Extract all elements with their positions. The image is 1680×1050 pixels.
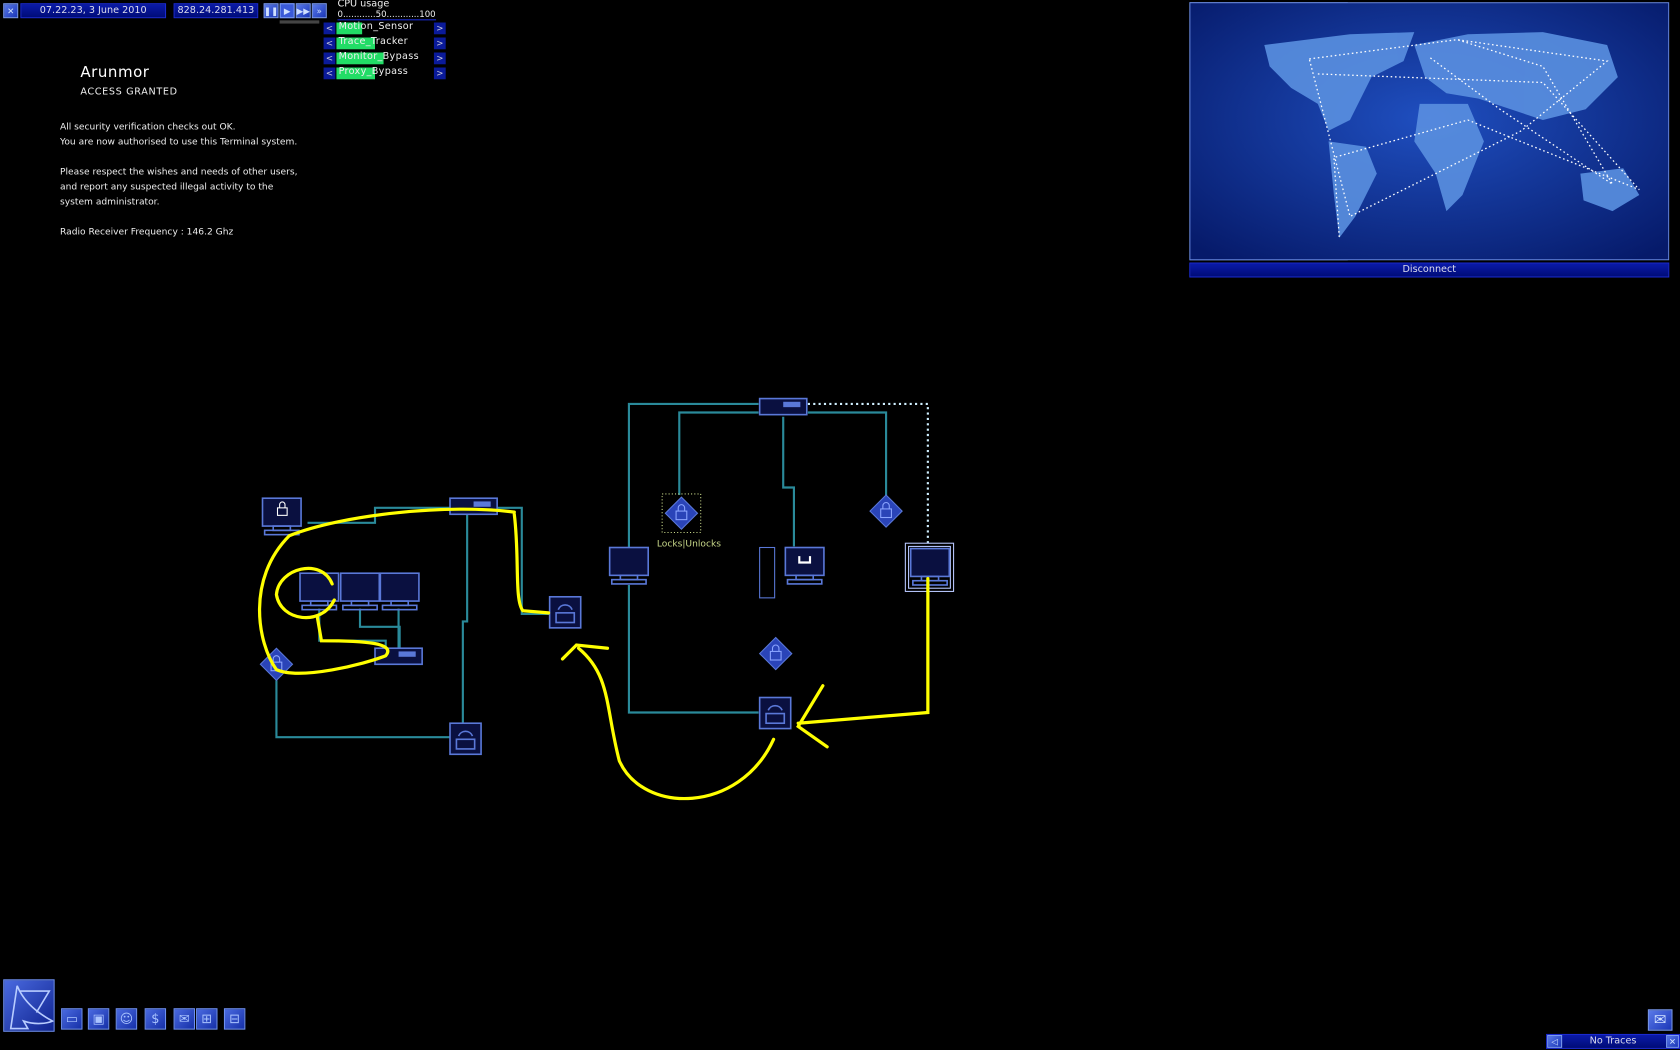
lock-node[interactable] xyxy=(259,647,294,682)
task-increase-button[interactable]: > xyxy=(433,67,446,80)
running-task[interactable]: < Monitor_Bypass > xyxy=(323,51,446,65)
active-connection-link xyxy=(807,402,929,544)
pause-button[interactable]: ❚❚ xyxy=(263,3,279,19)
fastest-forward-button[interactable]: » xyxy=(311,3,327,19)
message-line: system administrator. xyxy=(60,197,160,208)
mainframe-terminal-node[interactable] xyxy=(784,546,825,585)
lock-node[interactable] xyxy=(664,496,699,531)
world-map-continents xyxy=(1189,2,1670,261)
computer-node[interactable] xyxy=(379,572,420,611)
yellow-annotations xyxy=(258,507,930,801)
lan-button[interactable]: ⊟ xyxy=(223,1008,246,1030)
envelope-icon: ✉ xyxy=(178,1011,190,1027)
fast-forward-button[interactable]: ▶▶ xyxy=(295,3,311,19)
user-name: Arunmor xyxy=(80,64,150,82)
radio-router-node[interactable] xyxy=(548,595,582,629)
speed-indicator xyxy=(279,20,320,24)
access-status: ACCESS GRANTED xyxy=(80,86,178,98)
trace-status: No Traces xyxy=(1589,1036,1637,1047)
cpu-scale: 0............50............100 xyxy=(337,9,436,21)
running-task[interactable]: < Trace_Tracker > xyxy=(323,36,446,50)
memory-button[interactable]: ▣ xyxy=(87,1008,110,1030)
task-progress-bar xyxy=(336,22,363,35)
target-computer-node[interactable] xyxy=(299,572,340,611)
person-icon: ☺ xyxy=(119,1011,134,1027)
radio-router-node[interactable] xyxy=(758,696,792,730)
computer-icon: ▭ xyxy=(65,1011,78,1027)
close-icon[interactable]: ✕ xyxy=(1666,1035,1679,1048)
lock-node[interactable] xyxy=(869,494,903,528)
task-decrease-button[interactable]: < xyxy=(323,67,336,80)
satellite-dish-icon xyxy=(9,985,55,1030)
date-display: 07.22.23, 3 June 2010 xyxy=(20,3,167,19)
switch-node[interactable] xyxy=(758,397,808,416)
connected-node-frame[interactable] xyxy=(904,542,955,592)
task-progress-bar xyxy=(336,52,384,65)
status-button[interactable]: ☺ xyxy=(115,1008,138,1030)
computer-button[interactable]: ▭ xyxy=(61,1008,83,1030)
task-name: Monitor_Bypass xyxy=(338,51,419,63)
email-button[interactable]: ✉ xyxy=(173,1008,196,1030)
task-name: Motion_Sensor xyxy=(338,21,414,33)
locks-unlocks-label: Locks|Unlocks xyxy=(657,539,721,549)
play-button[interactable]: ▶ xyxy=(279,3,295,19)
finance-button[interactable]: $ xyxy=(144,1008,167,1030)
task-decrease-button[interactable]: < xyxy=(323,22,336,35)
task-progress-bar xyxy=(336,67,376,80)
mail-button[interactable]: ✉ xyxy=(1647,1009,1673,1031)
ip-display[interactable]: 828.24.281.413 xyxy=(173,3,259,19)
mainframe-node[interactable] xyxy=(759,546,776,599)
message-line: Radio Receiver Frequency : 146.2 Ghz xyxy=(60,227,234,238)
disconnect-button[interactable]: Disconnect xyxy=(1189,262,1670,278)
dollar-icon: $ xyxy=(151,1011,160,1027)
computer-node[interactable] xyxy=(339,572,381,611)
task-name: Trace_Tracker xyxy=(338,36,408,48)
computer-node[interactable] xyxy=(608,546,650,585)
envelope-icon: ✉ xyxy=(1653,1011,1667,1029)
trace-status-bar: ◁ No Traces ✕ xyxy=(1546,1033,1680,1049)
message-line: Please respect the wishes and needs of o… xyxy=(60,167,298,178)
gateway-button[interactable]: ⊞ xyxy=(196,1008,218,1030)
task-progress-bar xyxy=(336,37,376,50)
close-button[interactable]: ✕ xyxy=(3,3,19,19)
locked-computer-node[interactable] xyxy=(261,497,302,536)
speaker-icon[interactable]: ◁ xyxy=(1547,1035,1563,1048)
network-icon: ⊞ xyxy=(201,1011,213,1027)
floppy-disk-icon: ▣ xyxy=(92,1011,105,1027)
message-line: All security verification checks out OK. xyxy=(60,122,236,133)
task-decrease-button[interactable]: < xyxy=(323,37,336,50)
running-task[interactable]: < Proxy_Bypass > xyxy=(323,66,446,80)
lock-node[interactable] xyxy=(758,636,793,671)
radio-dish-button[interactable] xyxy=(3,979,55,1032)
task-name: Proxy_Bypass xyxy=(338,66,409,78)
message-line: and report any suspected illegal activit… xyxy=(60,182,274,193)
task-decrease-button[interactable]: < xyxy=(323,52,336,65)
cpu-usage-label: CPU usage xyxy=(337,0,390,10)
message-line: You are now authorised to use this Termi… xyxy=(60,137,298,148)
connected-computer-node[interactable] xyxy=(909,547,951,586)
radio-router-node[interactable] xyxy=(449,722,482,756)
lan-icon: ⊟ xyxy=(229,1011,241,1027)
switch-node[interactable] xyxy=(449,497,498,516)
task-increase-button[interactable]: > xyxy=(433,52,446,65)
task-increase-button[interactable]: > xyxy=(433,37,446,50)
task-increase-button[interactable]: > xyxy=(433,22,446,35)
running-task[interactable]: < Motion_Sensor > xyxy=(323,21,446,35)
